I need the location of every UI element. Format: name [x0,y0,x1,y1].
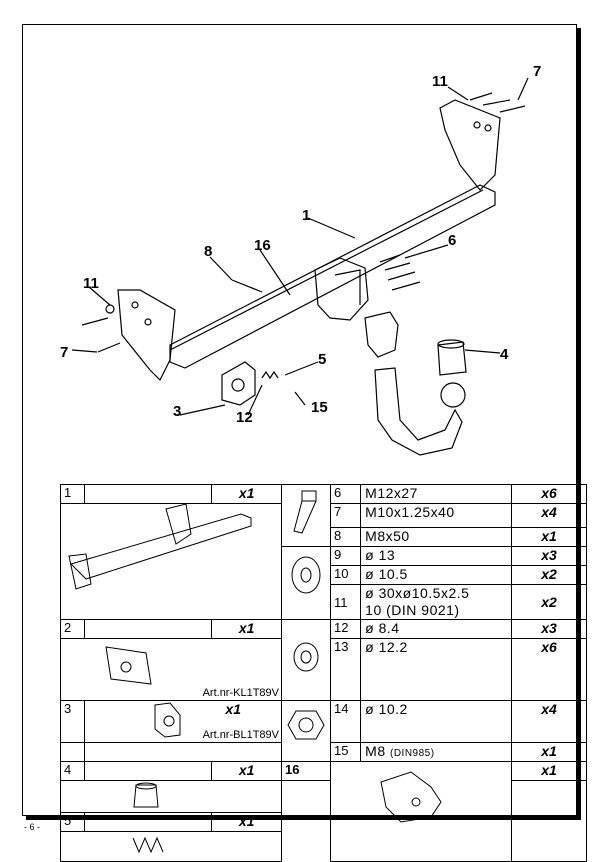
left-bracket [117,289,176,382]
callout-8: 8 [204,243,213,260]
nut-icon [287,710,325,740]
part-5-image [60,831,282,862]
part-spec: ø 12.2 [360,638,512,701]
crossbar-icon [68,503,252,590]
callout-16: 16 [254,237,271,254]
callout-3: 3 [173,403,182,420]
part-qty: x1 [511,527,587,547]
part-num: 7 [329,503,362,528]
part-num: 2 [59,619,86,639]
exploded-assembly-drawing [71,77,529,456]
right-bracket [439,99,501,191]
callout-12: 12 [236,409,253,426]
part-qty: x1 [225,701,241,717]
lock-washer-image-cell [281,638,331,701]
part-spec: M8 (DIN985) [360,742,512,762]
callout-5: 5 [318,351,327,368]
callout-7-left: 7 [60,344,69,361]
parts-table: 1 x1 6 M12x27 x6 7 M10x1.25x40 x4 8 M8x5… [59,484,587,862]
part-num: 10 [329,565,362,585]
part-qty: x1 [211,484,282,504]
part-num: 14 [329,700,362,743]
part-num: 11 [329,584,362,620]
part-spec-note: (DIN985) [390,748,435,759]
part-1-image [60,503,282,620]
part-num: 12 [329,619,362,639]
part-qty: x6 [511,484,587,504]
part-qty: x1 [511,761,587,781]
ball-cover [437,341,467,376]
center-mount [314,257,369,321]
socket-icon [105,646,152,685]
callout-6: 6 [448,232,457,249]
part-art-number: Art.nr-BL1T89V [202,729,279,741]
callout-4: 4 [500,346,509,363]
callout-11-left: 11 [83,275,99,292]
part-qty: x6 [511,638,587,701]
part-num: 15 [329,742,362,762]
part-qty: x1 [211,761,282,781]
part-qty: x4 [511,503,587,528]
part-spec: ø 10.5 [360,565,512,585]
part-qty: x2 [511,565,587,585]
socket [364,311,399,358]
part-spec-line: 10 (DIN 9021) [365,602,460,618]
callout-11-top: 11 [432,73,448,90]
part-spec: ø 10.2 [360,700,512,743]
part-num: 4 [59,761,86,781]
part-spec: M12x27 [360,484,512,504]
callout-7-top: 7 [533,63,542,80]
part-qty: x3 [511,546,587,566]
bolt-image-cell [281,484,331,547]
crossbar [169,184,496,369]
bracket-icon [154,702,181,738]
part-qty: x3 [511,619,587,639]
part-spec: ø 30xø10.5x2.5 10 (DIN 9021) [360,584,512,620]
washer-icon [291,556,321,594]
spring-icon [132,836,164,854]
part-spec: M8x50 [360,527,512,547]
part-qty: x4 [511,700,587,743]
part-4-image [60,780,282,813]
part-3-image: x1 Art.nr-BL1T89V [84,700,282,743]
part-qty: x1 [211,619,282,639]
part-num: 9 [329,546,362,566]
callout-1: 1 [302,207,311,224]
part-spec: M10x1.25x40 [360,503,512,528]
plate-icon [380,771,442,823]
part-num: 5 [59,812,86,832]
tow-ball-neck [374,367,463,456]
lock-washer-icon [293,642,319,671]
part-spec: ø 8.4 [360,619,512,639]
washer-image-cell [281,546,331,620]
ball-cover-icon [133,782,159,808]
nut-image-cell [281,700,331,762]
callout-15: 15 [311,399,328,416]
part-num: 6 [329,484,362,504]
part-num: 13 [329,638,362,701]
part-num: 8 [329,527,362,547]
part-qty: x2 [511,584,587,620]
part-qty: x1 [211,812,282,832]
part-16-image [330,761,512,862]
part-qty: x1 [511,742,587,762]
part-spec: ø 13 [360,546,512,566]
bracket-3 [221,361,256,406]
bolt-icon [293,490,317,534]
page-number: - 6 - [24,822,41,832]
part-num: 3 [59,700,86,743]
part-num: 16 [281,761,331,781]
part-art-number: Art.nr-KL1T89V [202,687,279,699]
part-2-image: Art.nr-KL1T89V [60,638,282,701]
part-num: 1 [59,484,86,504]
part-spec-line: ø 30xø10.5x2.5 [365,585,470,601]
